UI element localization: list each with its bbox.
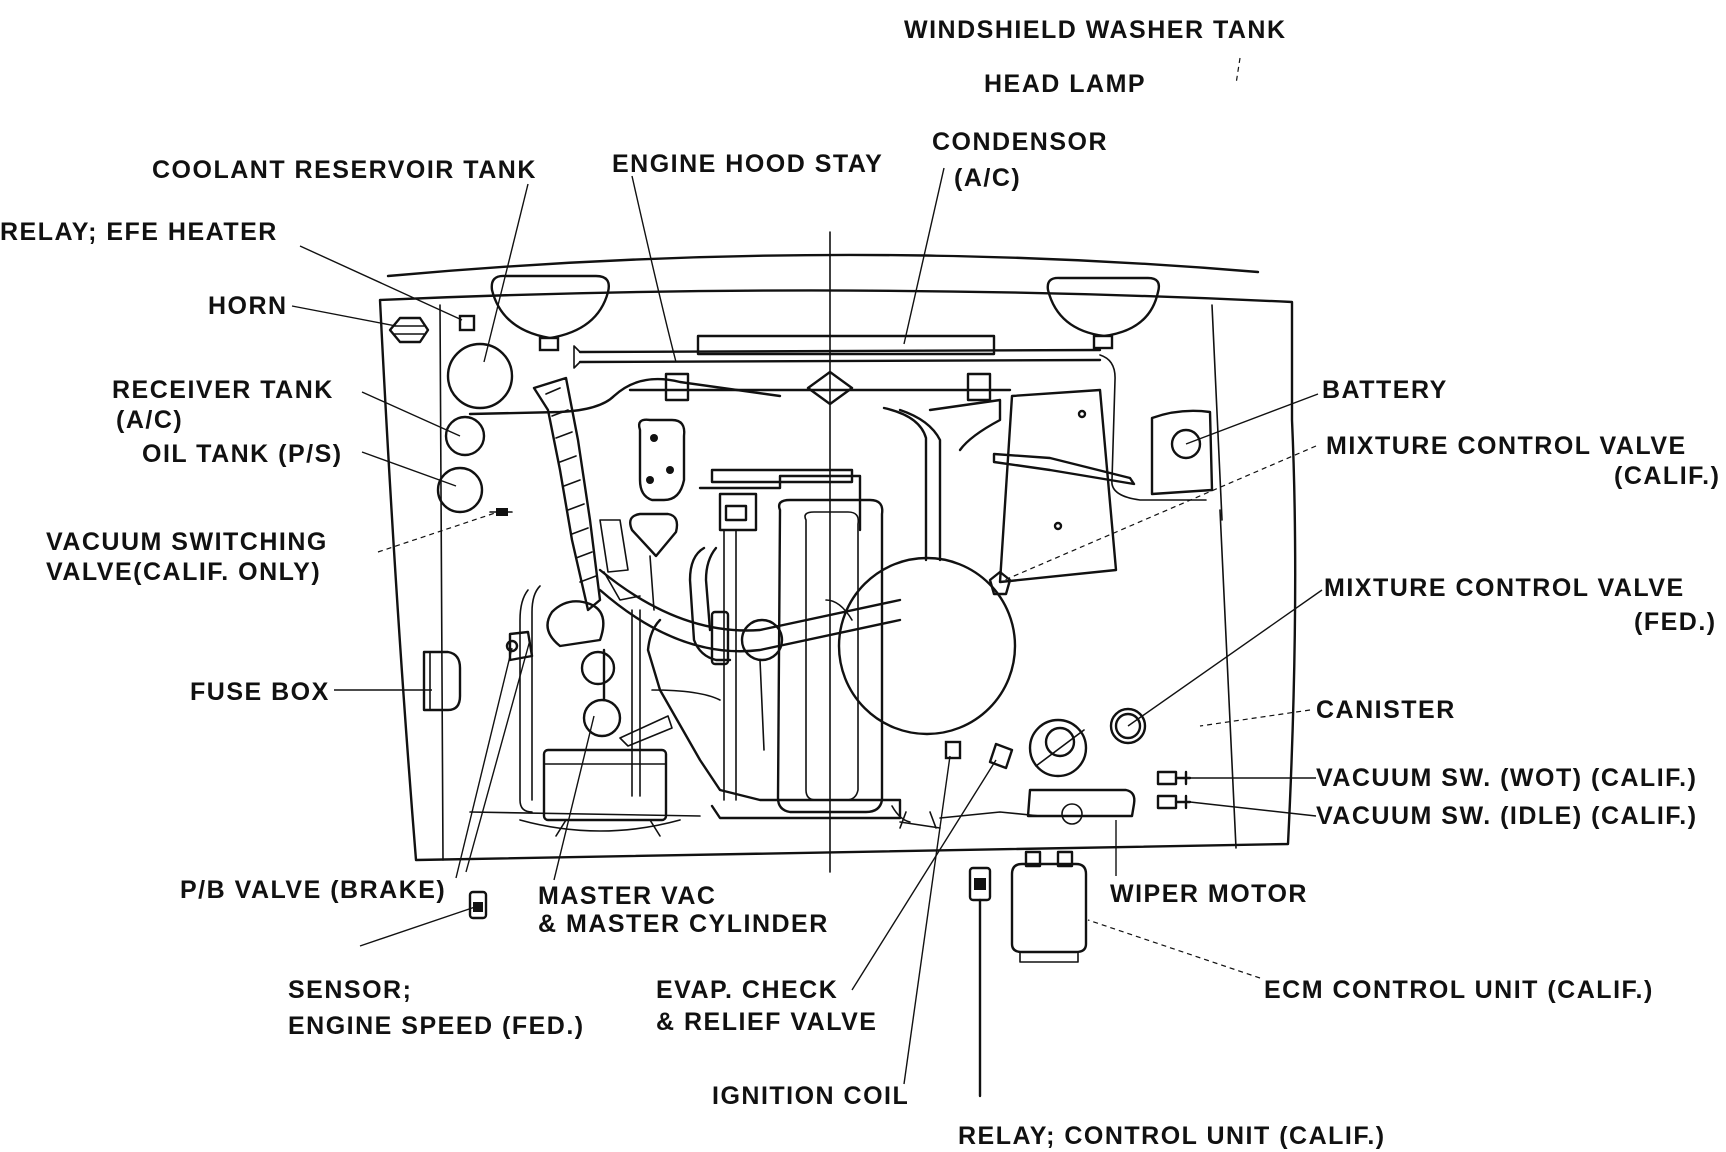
label-pb-valve: P/B VALVE (BRAKE) [180,876,446,904]
leader-pb-valve [455,647,513,879]
compartment-outline [378,289,1297,862]
label-mixture-calif-2: (CALIF.) [1614,462,1720,490]
label-evap-check-1: EVAP. CHECK [656,976,838,1004]
label-engine-hood-stay: ENGINE HOOD STAY [612,150,883,178]
label-vacuum-sw-wot: VACUUM SW. (WOT) (CALIF.) [1316,764,1697,792]
label-sensor-2: ENGINE SPEED (FED.) [288,1012,585,1040]
mixture-valve-calif-shape [988,570,1012,596]
label-mixture-calif-1: MIXTURE CONTROL VALVE [1326,432,1687,460]
engine-speed-sensor-shape [468,890,488,920]
master-vac-booster [542,748,668,822]
distributor-body [637,418,686,502]
labels: WINDSHIELD WASHER TANK HEAD LAMP COOLANT… [0,16,1720,1150]
leader-vacuum-switching [377,511,499,553]
leader-ignition-coil [903,755,951,1085]
leader-receiver-tank [361,391,461,437]
oil-tank [436,466,484,514]
leader-mixture-calif [999,445,1317,583]
leader-pb-valve-2 [465,639,531,873]
label-horn: HORN [208,292,288,320]
horn-shape [388,316,430,344]
battery-cable [992,452,1136,486]
engine-fitting [718,492,758,532]
leader-evap-check [851,759,997,991]
label-ecm-control-unit: ECM CONTROL UNIT (CALIF.) [1264,976,1654,1004]
leader-master-vac [553,715,595,881]
label-relay-control-unit: RELAY; CONTROL UNIT (CALIF.) [958,1122,1386,1150]
leader-coolant-reservoir [483,183,529,363]
label-vacuum-switching-2: VALVE(CALIF. ONLY) [46,558,321,586]
label-mixture-fed-2: (FED.) [1634,608,1717,636]
label-battery: BATTERY [1322,376,1448,404]
leader-canister [1199,709,1311,727]
ignition-coil-shape [988,742,1014,770]
label-condensor: CONDENSOR [932,128,1108,156]
label-windshield-washer-tank: WINDSHIELD WASHER TANK [904,16,1287,44]
battery-shape [998,388,1118,584]
leader-horn [291,305,397,327]
label-receiver-tank: RECEIVER TANK [112,376,334,404]
washer-tank-shape [1150,409,1214,496]
left-fender-line [439,304,444,861]
leader-windshield-washer-tank [1235,57,1241,85]
pulley [740,618,784,662]
label-oil-tank-ps: OIL TANK (P/S) [142,440,343,468]
label-coolant-reservoir-tank: COOLANT RESERVOIR TANK [152,156,537,184]
ecm-control-unit-shape [1010,862,1088,954]
label-mixture-fed-1: MIXTURE CONTROL VALVE [1324,574,1685,602]
label-wiper-motor: WIPER MOTOR [1110,880,1308,908]
label-receiver-tank-ac: (A/C) [116,406,183,434]
right-fender-lower [1219,509,1237,849]
hood-stay-rod-top [578,348,1102,354]
wiper-motor-shape [1026,788,1136,818]
leader-battery [1185,393,1319,445]
radiator-cap [806,370,854,406]
canister-shape [1028,718,1088,778]
label-vacuum-switching-1: VACUUM SWITCHING [46,528,328,556]
relay-efe-shape [458,314,476,332]
leader-mixture-fed [1127,589,1323,727]
leader-vacuum-idle [1189,801,1317,817]
evap-check-shape [944,740,962,760]
leader-condensor [903,167,945,345]
vacuum-sw-wot-shape [1156,770,1192,786]
coolant-reservoir [446,342,514,410]
leader-lines [291,57,1323,1098]
mixture-valve-fed-shape [1109,707,1147,745]
vacuum-sw-idle-shape [1156,794,1192,810]
head-lamp-right [1046,276,1161,350]
air-cleaner [837,556,1017,736]
head-lamp-left [490,274,610,352]
label-condensor-ac: (A/C) [954,164,1021,192]
label-ignition-coil: IGNITION COIL [712,1082,909,1110]
label-evap-check-2: & RELIEF VALVE [656,1008,877,1036]
compartment-drawing [378,231,1297,963]
leader-ecm [1087,919,1261,979]
leader-relay-efe [299,245,463,321]
label-sensor-1: SENSOR; [288,976,412,1004]
label-canister: CANISTER [1316,696,1456,724]
leader-engine-hood-stay [631,175,677,363]
label-master-vac-2: & MASTER CYLINDER [538,910,829,938]
receiver-tank [444,415,486,457]
condensor-core [696,334,996,356]
label-fuse-box: FUSE BOX [190,678,330,706]
master-cylinder-top [546,600,605,648]
hood-stay-rod-bottom [578,358,1102,364]
label-master-vac-1: MASTER VAC [538,882,716,910]
right-fender-line [1211,304,1223,521]
leader-sensor [359,905,479,947]
label-head-lamp: HEAD LAMP [984,70,1146,98]
label-relay-efe-heater: RELAY; EFE HEATER [0,218,278,246]
fuse-box-shape [422,650,462,712]
label-vacuum-sw-idle: VACUUM SW. (IDLE) (CALIF.) [1316,802,1698,830]
cowl-top-line [386,253,1260,278]
leader-oil-tank [361,451,457,487]
